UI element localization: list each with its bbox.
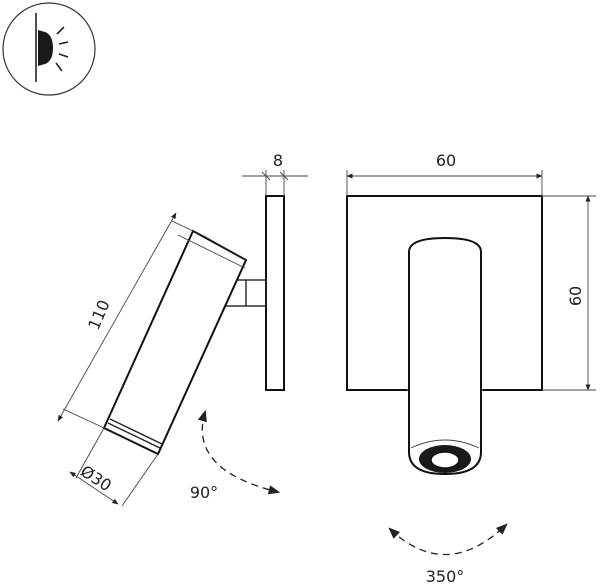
plate-width-label: 60 <box>436 151 456 170</box>
body-length-label: 110 <box>84 297 113 333</box>
side-view: 8 110 Ø30 90° <box>57 151 308 507</box>
wall-spotlight-icon <box>2 2 96 96</box>
lens-inner <box>430 451 460 469</box>
tilted-body <box>102 229 248 456</box>
tilt-rotation-indicator: 90° <box>190 409 281 502</box>
plate-height-label: 60 <box>566 286 585 306</box>
dimension-plate-height: 60 <box>542 195 596 391</box>
swivel-rotation-indicator: 350° <box>388 523 508 585</box>
wall-plate-side <box>265 195 285 391</box>
dimension-plate-width: 60 <box>346 151 543 196</box>
dimension-plate-thickness: 8 <box>242 151 308 196</box>
front-body <box>407 236 483 476</box>
tilt-angle-label: 90° <box>190 483 218 502</box>
front-view: 60 60 350° <box>346 151 596 585</box>
swivel-angle-label: 350° <box>426 567 465 585</box>
plate-thickness-label: 8 <box>273 151 283 170</box>
